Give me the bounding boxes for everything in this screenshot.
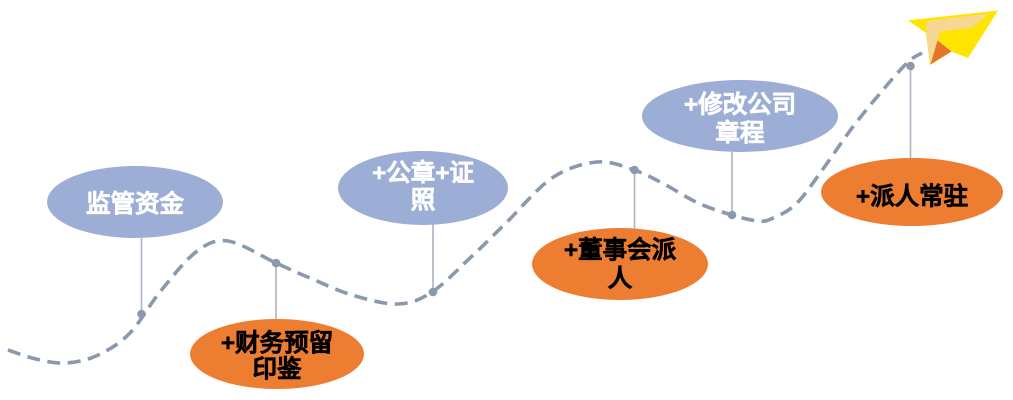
svg-text:监管资金: 监管资金 (86, 189, 184, 218)
svg-text:+修改公司: +修改公司 (684, 90, 796, 119)
svg-text:印鉴: 印鉴 (253, 355, 302, 383)
svg-text:+派人常驻: +派人常驻 (856, 183, 968, 211)
svg-text:+财务预留: +财务预留 (221, 329, 333, 357)
svg-text:人: 人 (608, 265, 633, 293)
svg-text:照: 照 (411, 186, 436, 214)
svg-text:+董事会派: +董事会派 (564, 236, 677, 264)
svg-text:+公章+证: +公章+证 (372, 158, 474, 187)
svg-text:章程: 章程 (716, 118, 765, 147)
